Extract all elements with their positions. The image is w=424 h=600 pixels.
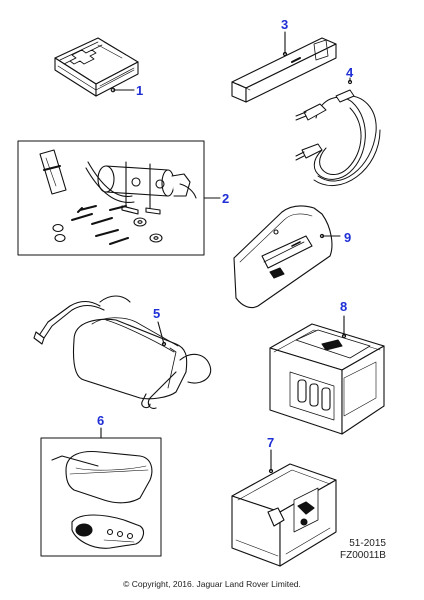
jump-leads xyxy=(295,79,381,186)
callout-6: 6 xyxy=(97,413,105,428)
copyright-notice: © Copyright, 2016. Jaguar Land Rover Lim… xyxy=(123,579,301,589)
bolts-and-nuts xyxy=(52,205,163,245)
fire-extinguisher xyxy=(85,161,197,215)
storage-box xyxy=(269,323,385,435)
mounting-bracket xyxy=(39,149,67,195)
callout-2: 2 xyxy=(222,191,230,206)
reference-code: 51-2015 FZ00011B xyxy=(340,538,386,561)
callout-1: 1 xyxy=(136,83,144,98)
callout-5: 5 xyxy=(153,306,161,321)
first-aid-kit xyxy=(54,37,139,97)
callout-3: 3 xyxy=(281,17,289,32)
leader-line-5 xyxy=(157,321,165,345)
callout-9: 9 xyxy=(344,230,352,245)
warning-triangle-case xyxy=(231,37,337,103)
torch-holder xyxy=(233,205,333,309)
carry-case xyxy=(231,463,337,567)
gloves-and-scraper xyxy=(51,450,153,549)
storage-bag xyxy=(33,295,212,409)
reference-line-1: 51-2015 xyxy=(349,538,386,549)
callout-8: 8 xyxy=(340,299,348,314)
reference-line-2: FZ00011B xyxy=(340,549,386,561)
callout-7: 7 xyxy=(267,435,275,450)
callout-4: 4 xyxy=(346,65,354,80)
